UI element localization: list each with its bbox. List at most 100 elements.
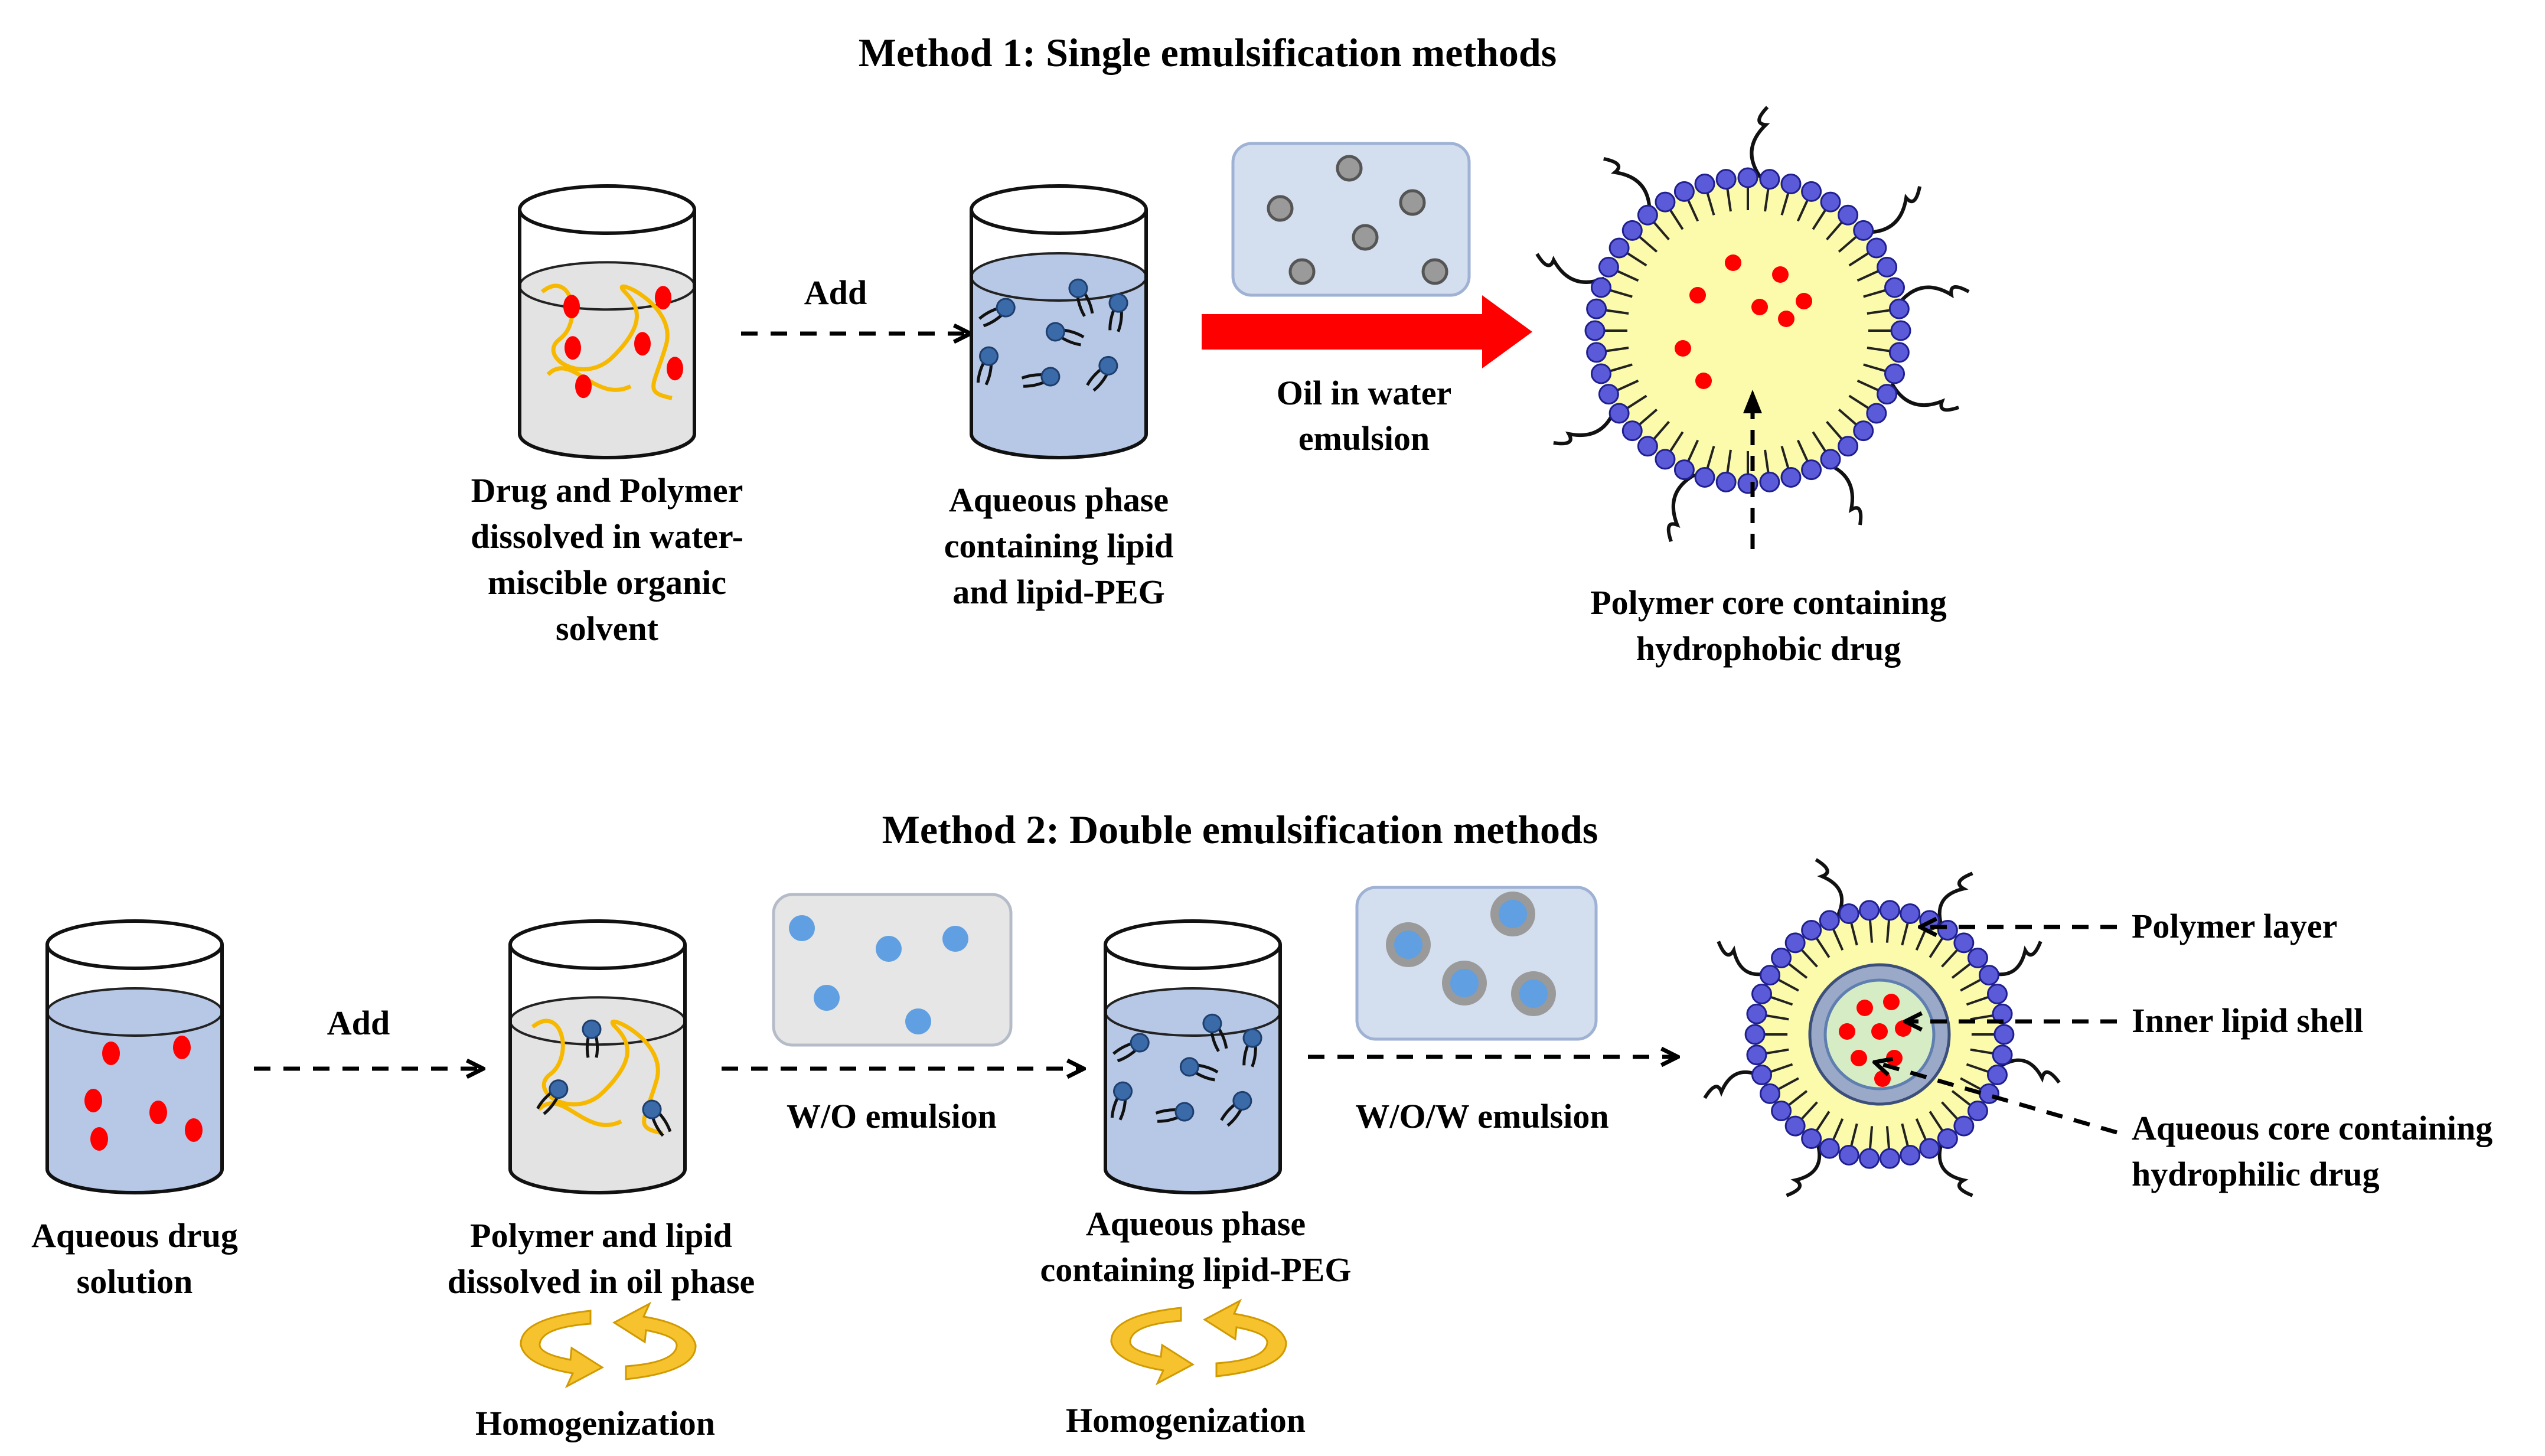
lipid-head [1751,984,1773,1005]
beaker-rim [45,919,224,970]
peg-chain [1999,1058,2061,1084]
drug-molecule [1725,254,1741,271]
lipid-head [1621,420,1643,442]
lipid-head [1760,1083,1781,1104]
wow-label: W/O/W emulsion [1355,1097,1608,1135]
beaker-liquid [520,286,694,458]
homogenization-label: Homogenization [1066,1401,1306,1439]
red-process-arrow [1202,295,1532,368]
lipid-head [1890,320,1911,341]
label-line: miscible organic [488,563,726,602]
lipid-molecule [1220,1091,1252,1127]
beaker-aqueous-drug [45,919,224,1194]
lipid-head [1784,932,1806,954]
beaker-liquid [1105,1012,1280,1193]
drug-molecule [1874,1070,1891,1087]
lipid-head [1888,342,1910,363]
double-droplet-core [1499,900,1527,928]
homogenization-icon [1110,1298,1287,1386]
lipid-head [1801,459,1822,481]
lipid-head [1751,1064,1773,1085]
lipid-head [1590,363,1611,384]
label-line: solution [77,1262,193,1301]
lipid-head [1655,191,1676,213]
wo-droplets [789,915,968,1034]
lipid-head [1967,1101,1988,1122]
label-line: Drug and Polymer [471,471,743,510]
peg-chain [1786,1141,1822,1197]
lipid-head [1771,1101,1792,1122]
lipid-head [1986,984,2008,1005]
emulsion-droplets [1267,155,1448,285]
lipid-molecule [1086,355,1118,392]
beaker-drug-polymer [518,184,696,459]
lipid-head [1900,903,1921,925]
lipid-head [1879,900,1900,921]
lipid-head [1737,167,1758,188]
polymer-chain [531,1018,663,1135]
label-line: Polymer and lipid [470,1216,732,1255]
wow-emulsion-box [1355,886,1598,1041]
lipid-head [1746,1003,1767,1024]
peg-chain [1750,106,1770,179]
lipid-head [1760,965,1781,986]
peg-chain [1865,186,1922,234]
peg-chain [1823,461,1863,525]
beaker-wall [1104,945,1282,1194]
lipid-head [1953,1115,1975,1137]
peg-chain [1553,406,1617,446]
oil-droplet [1399,189,1426,216]
liquid-surface [46,987,223,1037]
drug-molecule [1778,311,1794,327]
lipid-head [1859,1148,1880,1169]
polymer-layer-label: Polymer layer [2132,907,2337,945]
label-line: dissolved in water- [471,517,743,556]
lipid-head [1953,932,1975,954]
label-line: containing lipid [944,527,1173,565]
curved-arrow [1203,1298,1287,1377]
aqueous-core-label: hydrophilic drug [2132,1155,2380,1193]
nanoparticle-label: Polymer core containing [1590,583,1947,622]
lipid-molecule [1112,1033,1150,1063]
peg-chain [1603,156,1652,214]
lipid-head [1900,1144,1921,1166]
emulsion-label: emulsion [1298,419,1430,458]
drug-molecule [149,1101,167,1124]
lipid-molecule [1068,278,1094,317]
lipid-head [1621,220,1643,241]
lipid-molecule [582,1019,602,1058]
lipid-head [1978,965,1999,986]
beaker-wall [508,945,687,1194]
lipid-head [1986,1064,2008,1085]
polymer-chain [537,1101,622,1127]
beaker-rim [1104,919,1282,970]
drug-molecule [1871,1023,1888,1040]
drug-molecule [1689,287,1706,303]
peg-chain [1815,858,1844,919]
lipid-head [1673,181,1695,202]
lipid-head [1780,467,1802,488]
lipid-molecule [1045,322,1085,347]
lipid-head [1586,342,1607,363]
lipid-head [1859,900,1880,921]
lipid-head [1820,191,1841,213]
lipid-head [1586,298,1607,319]
lipid-molecule [642,1099,672,1137]
polymer-matrix [1595,178,1901,484]
lipid-head [1801,1128,1822,1150]
lipid-molecule [536,1079,569,1115]
drug-molecule [565,336,581,360]
lipid-head [1801,919,1822,941]
lipid-head [1655,449,1676,470]
beaker-wall [45,945,224,1194]
drug-molecule [563,295,580,319]
drug-molecule [90,1127,108,1151]
method2-title: Method 2: Double emulsification methods [882,807,1598,852]
label-line: dissolved in oil phase [448,1262,755,1301]
lipid-head [1877,384,1898,405]
oil-droplet [1352,224,1379,251]
lipid-head [1771,947,1792,968]
drug-molecule [173,1036,191,1059]
beaker-wall [970,210,1148,459]
